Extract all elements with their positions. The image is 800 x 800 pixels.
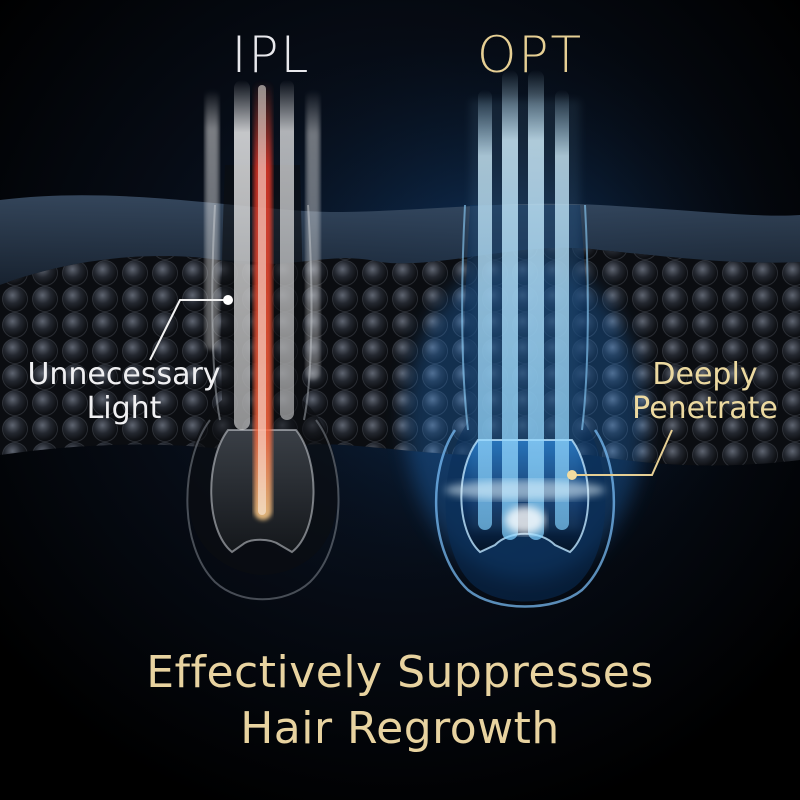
deeply-penetrate-label: Deeply Penetrate	[620, 358, 790, 426]
left-callout-line2: Light	[12, 392, 236, 426]
headline-line2: Hair Regrowth	[0, 701, 800, 757]
left-callout-line1: Unnecessary	[12, 358, 236, 392]
headline-line1: Effectively Suppresses	[0, 645, 800, 701]
right-callout-line1: Deeply	[620, 358, 790, 392]
headline: Effectively Suppresses Hair Regrowth	[0, 645, 800, 757]
right-callout-line2: Penetrate	[620, 392, 790, 426]
unnecessary-light-label: Unnecessary Light	[12, 358, 236, 426]
ipl-title: IPL	[216, 30, 326, 80]
opt-title: OPT	[455, 30, 605, 80]
